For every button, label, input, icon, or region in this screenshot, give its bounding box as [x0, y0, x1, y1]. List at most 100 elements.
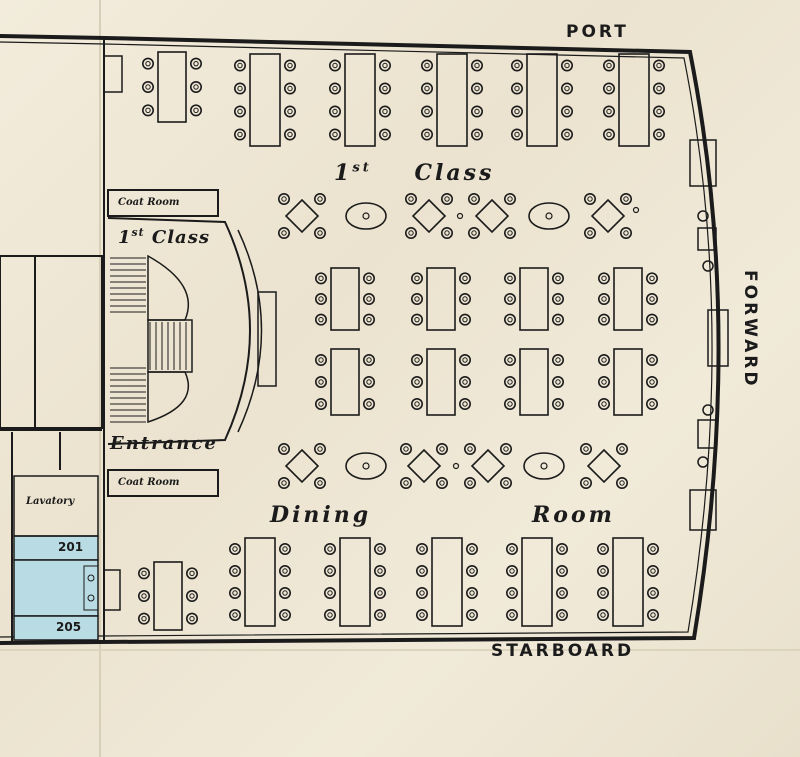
chair	[650, 590, 656, 596]
chair	[465, 542, 478, 555]
chair	[650, 568, 656, 574]
chair	[193, 60, 199, 67]
square-table	[406, 448, 442, 484]
chair	[555, 608, 568, 621]
chair	[237, 108, 243, 115]
chair	[189, 593, 195, 599]
entrance-label: Entrance	[110, 433, 218, 454]
dining-table	[431, 537, 463, 627]
chair	[649, 379, 655, 385]
chair	[510, 105, 523, 118]
chair	[145, 84, 151, 90]
chair	[602, 82, 615, 95]
chair	[649, 357, 655, 363]
chair	[551, 292, 564, 305]
chair	[314, 375, 327, 388]
chair	[440, 227, 453, 240]
staircase	[110, 257, 187, 423]
square-table	[411, 198, 447, 234]
chair	[602, 105, 615, 118]
chair	[615, 442, 628, 455]
chair	[652, 82, 665, 95]
chair	[551, 397, 564, 410]
chair	[332, 131, 338, 138]
chair	[287, 131, 293, 138]
chair	[499, 476, 512, 489]
chair	[145, 107, 151, 114]
dining-table	[613, 267, 643, 331]
chair	[623, 230, 629, 236]
chair	[313, 193, 326, 206]
chair	[458, 313, 471, 326]
chair	[465, 608, 478, 621]
chair	[366, 379, 372, 385]
chair	[564, 62, 570, 69]
chair	[645, 292, 658, 305]
chair	[366, 275, 372, 282]
service-point	[632, 206, 640, 214]
chair	[142, 57, 155, 70]
chair	[414, 357, 420, 363]
chair	[378, 128, 391, 141]
chair	[597, 375, 610, 388]
chair	[503, 446, 509, 452]
chair	[652, 105, 665, 118]
first-class-heading: 1st Class	[334, 160, 495, 186]
chair	[234, 128, 247, 141]
chair	[579, 442, 592, 455]
chair	[237, 62, 243, 69]
chair	[463, 476, 476, 489]
chair	[281, 230, 287, 236]
chair	[559, 590, 565, 596]
chair	[503, 397, 516, 410]
chair	[366, 316, 372, 323]
chair	[555, 586, 568, 599]
chair	[328, 82, 341, 95]
chair	[507, 357, 513, 363]
chair	[377, 546, 383, 552]
chair	[232, 546, 238, 552]
chair	[318, 401, 324, 407]
chair	[471, 196, 477, 202]
chair	[507, 401, 513, 407]
chair	[420, 82, 433, 95]
chair	[399, 442, 412, 455]
chair	[601, 275, 607, 282]
dining-table	[521, 537, 553, 627]
chair	[601, 401, 607, 407]
chair	[281, 480, 287, 486]
oval-table	[528, 202, 570, 230]
chair	[601, 316, 607, 323]
chair	[366, 296, 372, 302]
chair	[564, 108, 570, 115]
chair	[619, 446, 625, 452]
oval-table-center	[362, 212, 370, 220]
chair	[419, 546, 425, 552]
chair	[232, 612, 238, 618]
chair	[362, 272, 375, 285]
chair	[287, 62, 293, 69]
chair	[281, 196, 287, 202]
chair	[186, 589, 199, 602]
chair	[414, 401, 420, 407]
chair	[410, 353, 423, 366]
chair	[555, 542, 568, 555]
chair	[499, 442, 512, 455]
chair	[377, 590, 383, 596]
chair	[415, 608, 428, 621]
service-point	[456, 212, 464, 220]
chair	[318, 275, 324, 282]
chair	[332, 85, 338, 92]
dining-table	[344, 53, 376, 147]
chair	[474, 131, 480, 138]
chair	[424, 131, 430, 138]
chair	[313, 442, 326, 455]
chair	[281, 446, 287, 452]
chair	[404, 227, 417, 240]
chair	[414, 275, 420, 282]
chair	[649, 296, 655, 302]
chair	[141, 593, 147, 599]
chair	[503, 480, 509, 486]
chair	[596, 542, 609, 555]
chair	[507, 230, 513, 236]
